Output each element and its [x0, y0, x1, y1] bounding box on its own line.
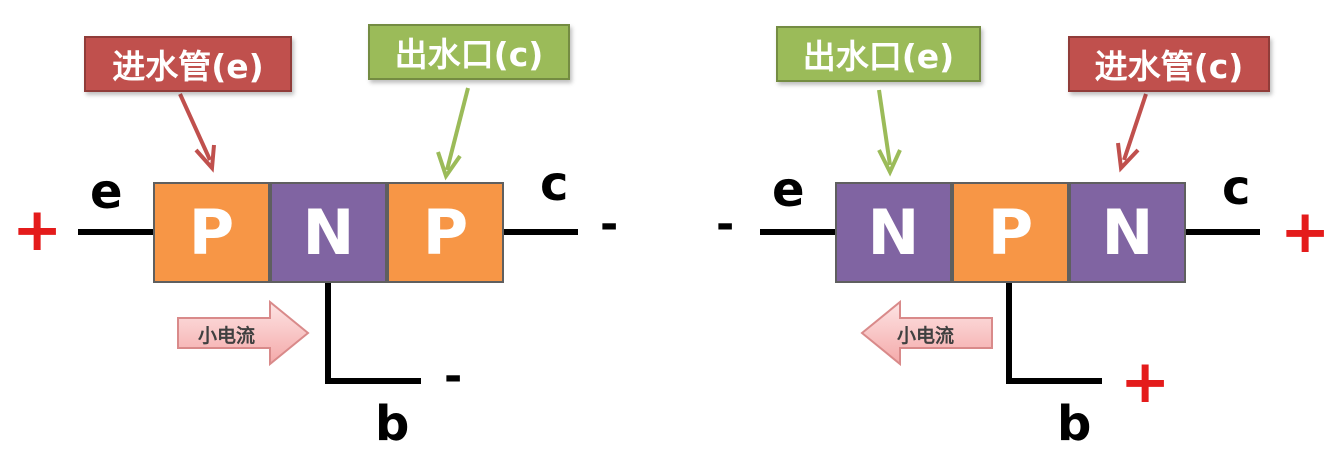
pnp-collector-label: c	[540, 156, 569, 212]
npn-emitter-label: e	[772, 162, 805, 218]
npn-base-lead-horizontal	[1006, 378, 1102, 384]
pnp-inlet-pointer-arrow	[178, 93, 216, 173]
pnp-emitter-sign: +	[12, 195, 63, 265]
pnp-emitter-label: e	[90, 164, 123, 220]
npn-base-sign: +	[1120, 347, 1171, 417]
npn-outlet-pointer-arrow	[877, 89, 902, 177]
pnp-base-lead-horizontal	[325, 378, 421, 384]
pnp-base-region: N	[270, 182, 387, 283]
npn-base-lead-vertical	[1006, 282, 1012, 384]
npn-emitter-lead	[760, 229, 836, 235]
pnp-base-label: b	[375, 396, 410, 452]
npn-emitter-sign: -	[716, 199, 735, 250]
pnp-current-arrow	[177, 299, 310, 367]
pnp-collector-sign: -	[600, 199, 619, 250]
pnp-emitter-lead	[78, 229, 154, 235]
npn-inlet-pointer-arrow	[1116, 93, 1148, 173]
npn-collector-label: c	[1222, 160, 1251, 216]
npn-current-label: 小电流	[897, 325, 955, 347]
npn-base-region: P	[952, 182, 1069, 283]
npn-current-arrow	[860, 299, 993, 367]
pnp-base-lead-vertical	[325, 282, 331, 384]
npn-inlet-callout: 进水管(c)	[1068, 36, 1270, 92]
npn-collector-lead	[1186, 229, 1260, 235]
npn-collector-sign: +	[1280, 197, 1329, 267]
pnp-outlet-pointer-arrow	[436, 87, 470, 181]
npn-base-label: b	[1057, 396, 1092, 452]
npn-collector-region: N	[1069, 182, 1186, 283]
pnp-base-sign: -	[444, 351, 463, 402]
npn-emitter-region: N	[835, 182, 952, 283]
pnp-inlet-callout: 进水管(e)	[84, 36, 292, 92]
pnp-outlet-callout: 出水口(c)	[368, 24, 570, 80]
pnp-emitter-region: P	[153, 182, 270, 283]
pnp-collector-lead	[504, 229, 578, 235]
pnp-collector-region: P	[387, 182, 504, 283]
npn-outlet-callout: 出水口(e)	[776, 26, 981, 82]
pnp-current-label: 小电流	[198, 325, 256, 347]
